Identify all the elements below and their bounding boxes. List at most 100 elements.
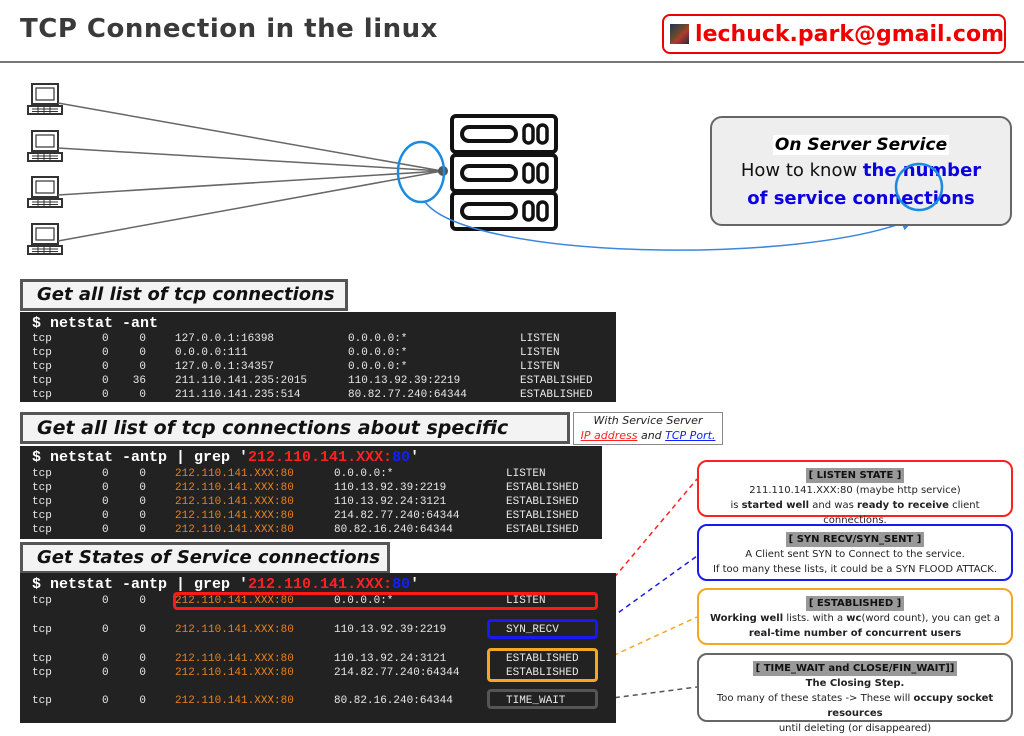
state-cell: LISTEN (520, 333, 560, 345)
note-line: With Service Server (593, 414, 703, 427)
local-address-cell: 212.110.141.XXX:80 (175, 695, 294, 707)
state-cell: TIME_WAIT (506, 695, 566, 707)
callout-text: until deleting (or disappeared) (778, 723, 932, 734)
sendq-cell: 0 (139, 667, 146, 679)
header-divider (0, 61, 1024, 63)
command-line: $ netstat -antp | grep '212.110.141.XXX:… (32, 449, 419, 466)
sendq-cell: 0 (139, 468, 146, 480)
sendq-cell: 0 (139, 524, 146, 536)
sendq-cell: 0 (139, 695, 146, 707)
state-cell: ESTABLISHED (506, 524, 579, 536)
info-box: On Server Service How to know the number… (710, 116, 1012, 226)
info-body: How to know the number of service connec… (712, 157, 1010, 213)
state-cell: ESTABLISHED (506, 482, 579, 494)
proto-cell: tcp (32, 468, 52, 480)
callout-text: A Client sent SYN to Connect to the serv… (745, 549, 965, 560)
recvq-cell: 0 (102, 347, 109, 359)
recvq-cell: 0 (102, 653, 109, 665)
local-address-cell: 212.110.141.XXX:80 (175, 510, 294, 522)
callout-title: [ ESTABLISHED ] (805, 596, 905, 611)
proto-cell: tcp (32, 524, 52, 536)
foreign-address-cell: 0.0.0.0:* (348, 333, 408, 345)
foreign-address-cell: 214.82.77.240:64344 (334, 667, 460, 679)
local-address-cell: 127.0.0.1:34357 (175, 361, 275, 373)
local-address-cell: 0.0.0.0:111 (175, 347, 248, 359)
sendq-cell: 36 (132, 375, 146, 387)
state-cell: ESTABLISHED (506, 667, 579, 679)
command-line: $ netstat -ant (32, 315, 159, 332)
sendq-cell: 0 (139, 361, 146, 373)
recvq-cell: 0 (102, 695, 109, 707)
recvq-cell: 0 (102, 333, 109, 345)
local-address-cell: 212.110.141.XXX:80 (175, 482, 294, 494)
info-text: How to know (740, 160, 863, 181)
foreign-address-cell: 110.13.92.39:2219 (334, 624, 447, 636)
local-address-cell: 127.0.0.1:16398 (175, 333, 275, 345)
proto-cell: tcp (32, 333, 52, 345)
client-laptop-3 (27, 176, 63, 208)
proto-cell: tcp (32, 347, 52, 359)
info-title: On Server Service (772, 135, 950, 155)
highlight-time-wait (487, 689, 598, 709)
section-label-service-states: Get States of Service connections (20, 542, 390, 574)
state-cell: LISTEN (520, 361, 560, 373)
callout-title: [ LISTEN STATE ] (805, 468, 905, 483)
connector-listen (596, 478, 698, 599)
foreign-address-cell: 110.13.92.39:2219 (348, 375, 461, 387)
state-cell: LISTEN (506, 595, 546, 607)
foreign-address-cell: 110.13.92.39:2219 (334, 482, 447, 494)
callout-text: Working well lists. with a wc(word count… (709, 613, 1001, 624)
client-laptop-2 (27, 130, 63, 162)
note-ip: IP address (580, 429, 638, 442)
command-line: $ netstat -antp | grep '212.110.141.XXX:… (32, 576, 419, 593)
proto-cell: tcp (32, 667, 52, 679)
local-address-cell: 211.110.141.235:514 (175, 389, 301, 401)
page-title: TCP Connection in the linux (20, 14, 438, 44)
proto-cell: tcp (32, 695, 52, 707)
local-address-cell: 211.110.141.235:2015 (175, 375, 308, 387)
note-port: TCP Port. (665, 429, 716, 442)
sendq-cell: 0 (139, 653, 146, 665)
pointer-arrow (424, 201, 916, 251)
foreign-address-cell: 0.0.0.0:* (334, 468, 394, 480)
foreign-address-cell: 214.82.77.240:64344 (334, 510, 460, 522)
local-address-cell: 212.110.141.XXX:80 (175, 667, 294, 679)
foreign-address-cell: 0.0.0.0:* (348, 361, 408, 373)
command-port: 80 (392, 449, 411, 466)
recvq-cell: 0 (102, 389, 109, 401)
state-cell: LISTEN (506, 468, 546, 480)
section-label-specific-service: Get all list of tcp connections about sp… (20, 412, 570, 465)
local-address-cell: 212.110.141.XXX:80 (175, 595, 294, 607)
command-quote: ' (410, 576, 420, 593)
proto-cell: tcp (32, 510, 52, 522)
recvq-cell: 0 (102, 496, 109, 508)
foreign-address-cell: 0.0.0.0:* (334, 595, 394, 607)
callout-text: The Closing Step. (805, 678, 905, 689)
recvq-cell: 0 (102, 524, 109, 536)
local-address-cell: 212.110.141.XXX:80 (175, 468, 294, 480)
highlight-syn-recv (487, 619, 598, 639)
proto-cell: tcp (32, 653, 52, 665)
callout-timewait-state: [ TIME_WAIT and CLOSE/FIN_WAIT]] The Clo… (697, 653, 1013, 734)
note-and: and (637, 429, 666, 442)
recvq-cell: 0 (102, 667, 109, 679)
command-port: 80 (392, 576, 411, 593)
recvq-cell: 0 (102, 375, 109, 387)
command-ip: 212.110.141.XXX: (248, 576, 393, 593)
foreign-address-cell: 0.0.0.0:* (348, 347, 408, 359)
callout-text: If too many these lists, it could be a S… (712, 564, 998, 575)
local-address-cell: 212.110.141.XXX:80 (175, 496, 294, 508)
local-address-cell: 212.110.141.XXX:80 (175, 653, 294, 665)
proto-cell: tcp (32, 361, 52, 373)
callout-listen-state: [ LISTEN STATE ] 211.110.141.XXX:80 (may… (697, 460, 1013, 526)
callout-title: [ TIME_WAIT and CLOSE/FIN_WAIT]] (752, 661, 958, 676)
sendq-cell: 0 (139, 333, 146, 345)
author-email: lechuck.park@gmail.com (695, 21, 1004, 47)
proto-cell: tcp (32, 496, 52, 508)
recvq-cell: 0 (102, 510, 109, 522)
sendq-cell: 0 (139, 510, 146, 522)
highlight-listen-row (173, 592, 598, 610)
command-quote: ' (410, 449, 420, 466)
command-text: $ netstat -antp | grep ' (32, 576, 249, 593)
